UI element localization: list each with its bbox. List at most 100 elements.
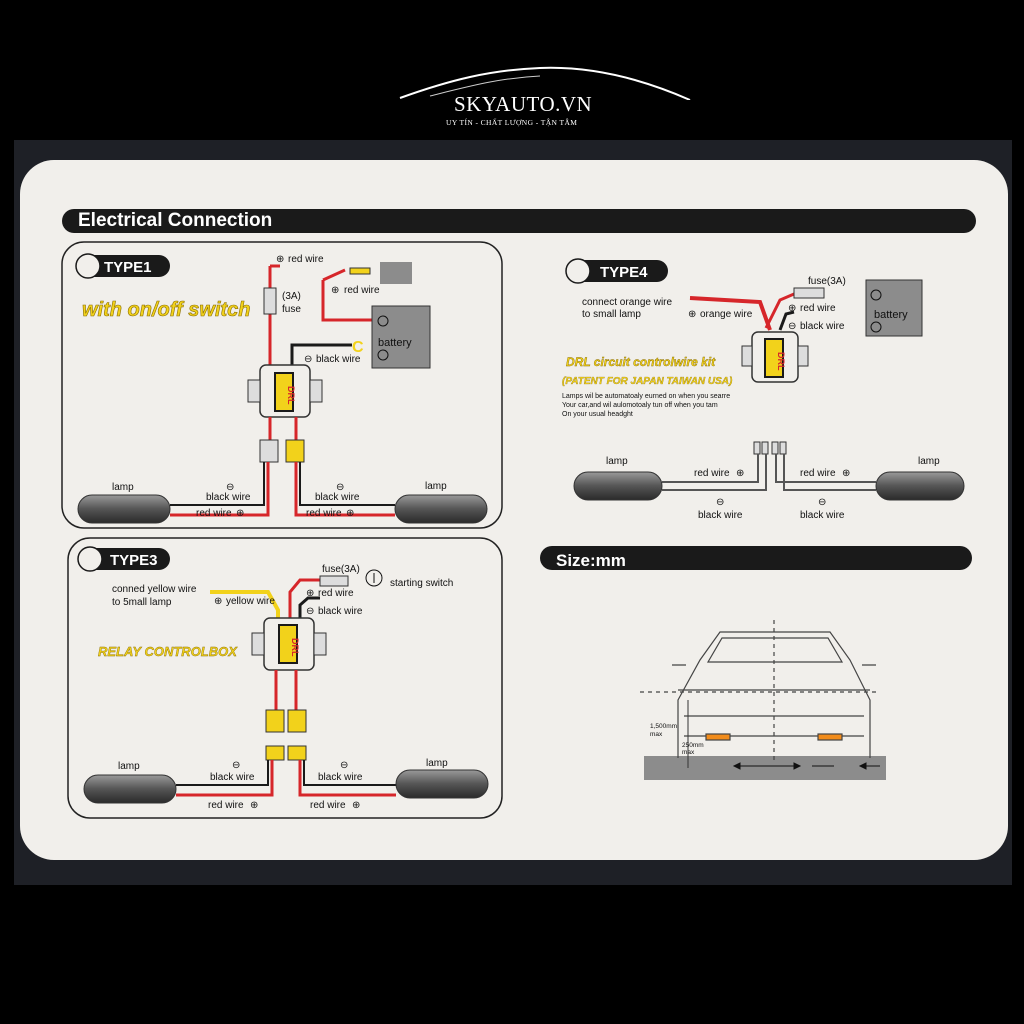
svg-text:lamp: lamp: [426, 758, 448, 769]
type1-battery: battery: [371, 305, 431, 369]
type1-title-badge: TYPE1: [75, 253, 170, 279]
type1-panel: TYPE1 with on/off switch battery C DRL: [61, 241, 503, 529]
svg-text:red wire: red wire: [196, 508, 232, 519]
type4-drl-box: DRL: [741, 331, 809, 383]
svg-text:red wire: red wire: [318, 588, 354, 599]
svg-text:black wire: black wire: [315, 492, 360, 503]
svg-text:⊖: ⊖: [304, 354, 312, 365]
type1-subtitle: with on/off switch: [82, 299, 251, 321]
type4-right-lamp: lamp: [875, 456, 965, 501]
svg-text:⊕: ⊕: [214, 596, 222, 607]
svg-text:⊕: ⊕: [306, 588, 314, 599]
svg-text:⊖: ⊖: [232, 760, 240, 771]
svg-text:⊖: ⊖: [306, 606, 314, 617]
type3-panel: TYPE3 conned yellow wire to 5mall lamp R…: [67, 537, 503, 819]
svg-text:to 5mall lamp: to 5mall lamp: [112, 597, 172, 608]
svg-text:black wire: black wire: [318, 606, 363, 617]
type1-left-lamp: lamp: [77, 482, 171, 524]
electrical-connection-header: Electrical Connection: [62, 209, 976, 233]
svg-text:DRL: DRL: [290, 638, 300, 657]
svg-text:connect orange wire: connect orange wire: [582, 297, 672, 308]
svg-text:fuse(3A): fuse(3A): [322, 564, 360, 575]
svg-text:⊕: ⊕: [788, 303, 796, 314]
svg-text:⊕: ⊕: [352, 800, 360, 811]
svg-text:DRL: DRL: [776, 352, 786, 371]
svg-text:lamp: lamp: [118, 761, 140, 772]
type4-left-lamp: lamp: [573, 456, 663, 501]
svg-text:max: max: [650, 731, 663, 738]
type4-battery: battery: [865, 279, 923, 337]
svg-text:⊖: ⊖: [818, 497, 826, 508]
svg-text:black wire: black wire: [698, 510, 743, 521]
svg-text:Your car,and wil aulomotoaly t: Your car,and wil aulomotoaly tun off whe…: [562, 402, 718, 409]
svg-text:yellow wire: yellow wire: [226, 596, 275, 607]
svg-text:lamp: lamp: [112, 482, 134, 493]
svg-text:lamp: lamp: [918, 456, 940, 467]
svg-text:⊕: ⊕: [842, 468, 850, 479]
car-front-icon: [640, 620, 886, 780]
svg-text:lamp: lamp: [606, 456, 628, 467]
type3-left-lamp: lamp: [83, 761, 177, 804]
type3-drl-box: DRL: [251, 617, 327, 671]
svg-text:fuse: fuse: [282, 304, 301, 315]
svg-text:black wire: black wire: [318, 772, 363, 783]
svg-text:red wire: red wire: [344, 285, 380, 296]
svg-text:conned yellow wire: conned yellow wire: [112, 584, 197, 595]
type1-drl-box: DRL: [247, 364, 323, 418]
svg-text:red wire: red wire: [694, 468, 730, 479]
svg-text:red wire: red wire: [306, 508, 342, 519]
size-section: Size:mm 1,500mm max 250mm max: [540, 546, 972, 780]
svg-text:1,500mm: 1,500mm: [650, 723, 677, 730]
type3-right-lamp: lamp: [395, 758, 489, 799]
svg-text:⊕: ⊕: [688, 309, 696, 320]
svg-text:black wire: black wire: [800, 510, 845, 521]
svg-text:black wire: black wire: [800, 321, 845, 332]
instruction-card: [20, 160, 1008, 860]
type4-title-badge: TYPE4: [565, 258, 668, 284]
svg-text:TYPE4: TYPE4: [600, 264, 648, 281]
svg-text:⊖: ⊖: [716, 497, 724, 508]
svg-text:black wire: black wire: [316, 354, 361, 365]
svg-text:red wire: red wire: [800, 303, 836, 314]
svg-text:⊕: ⊕: [276, 254, 284, 265]
svg-text:max: max: [682, 749, 695, 756]
svg-text:black wire: black wire: [210, 772, 255, 783]
svg-text:⊖: ⊖: [226, 482, 234, 493]
svg-text:⊖: ⊖: [788, 321, 796, 332]
svg-text:red wire: red wire: [208, 800, 244, 811]
svg-text:TYPE3: TYPE3: [110, 552, 158, 569]
svg-text:⊕: ⊕: [250, 800, 258, 811]
brand-name: SKYAUTO.VN: [454, 92, 593, 116]
svg-text:Lamps wil be automatoaly eurne: Lamps wil be automatoaly eurned on when …: [562, 393, 730, 400]
svg-text:orange wire: orange wire: [700, 309, 753, 320]
svg-text:starting switch: starting switch: [390, 578, 453, 589]
svg-text:red wire: red wire: [800, 468, 836, 479]
svg-text:C: C: [352, 339, 364, 356]
brand-header: SKYAUTO.VN UY TÍN - CHẤT LƯỢNG - TẬN TÂM: [0, 0, 1024, 140]
svg-text:red wire: red wire: [310, 800, 346, 811]
svg-text:DRL circuit controlwire kit: DRL circuit controlwire kit: [566, 355, 716, 369]
svg-text:250mm: 250mm: [682, 742, 704, 749]
svg-text:⊕: ⊕: [736, 468, 744, 479]
svg-text:battery: battery: [874, 309, 908, 321]
type1-red-wire-top: red wire: [288, 254, 324, 265]
brand-tagline: UY TÍN - CHẤT LƯỢNG - TẬN TÂM: [446, 118, 578, 127]
svg-text:to small lamp: to small lamp: [582, 309, 641, 320]
svg-text:⊖: ⊖: [336, 482, 344, 493]
type1-right-lamp: lamp: [394, 481, 488, 524]
svg-text:⊕: ⊕: [346, 508, 354, 519]
svg-text:fuse(3A): fuse(3A): [808, 276, 846, 287]
svg-text:TYPE1: TYPE1: [104, 259, 152, 276]
svg-text:⊖: ⊖: [340, 760, 348, 771]
svg-text:(3A): (3A): [282, 291, 301, 302]
svg-text:black wire: black wire: [206, 492, 251, 503]
svg-text:⊕: ⊕: [331, 285, 339, 296]
type3-title-badge: TYPE3: [77, 546, 170, 572]
car-logo-icon: [399, 66, 691, 100]
svg-text:⊕: ⊕: [236, 508, 244, 519]
svg-text:Electrical Connection: Electrical Connection: [78, 210, 272, 231]
svg-text:(PATENT FOR JAPAN TAIWAN USA): (PATENT FOR JAPAN TAIWAN USA): [562, 376, 733, 387]
svg-text:RELAY CONTROLBOX: RELAY CONTROLBOX: [98, 644, 238, 659]
svg-text:battery: battery: [378, 337, 412, 349]
